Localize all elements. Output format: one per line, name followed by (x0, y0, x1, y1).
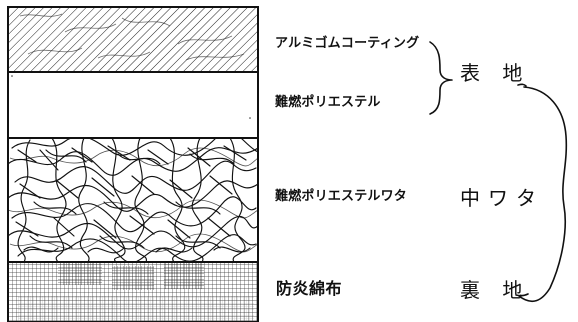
label-lining: 裏 地 (460, 278, 531, 302)
cotton-layer (7, 261, 259, 322)
lining-connector (515, 293, 529, 297)
outer-fabric-bracket (429, 41, 453, 115)
label-flame-resistant-cotton: 防炎綿布 (276, 279, 343, 298)
label-aluminum-rubber-coating: アルミゴムコーティング (275, 36, 420, 51)
aluminum-coating-layer (7, 6, 259, 73)
batting-layer (7, 137, 259, 263)
polyester-layer (7, 71, 259, 139)
label-flame-retardant-polyester-batting: 難燃ポリエステルワタ (275, 189, 408, 204)
outer-connector (517, 83, 527, 87)
label-outer-fabric: 表 地 (460, 61, 531, 85)
label-flame-retardant-polyester: 難燃ポリエステル (275, 95, 381, 110)
label-batting: 中ワタ (460, 186, 544, 210)
whole-bracket (518, 86, 568, 303)
